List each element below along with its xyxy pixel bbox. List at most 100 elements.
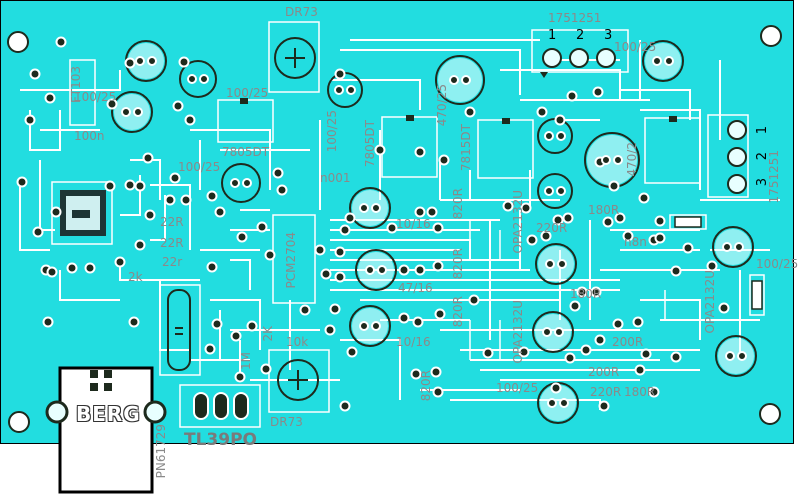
res-label-i: 200R — [588, 365, 620, 379]
terminal-right-pin3: 3 — [755, 178, 770, 187]
solder-pad — [29, 68, 41, 80]
capacitor-pad — [544, 186, 554, 196]
cap-label-d: 100/25 — [325, 110, 339, 153]
capacitor-pad — [365, 265, 375, 275]
solder-pad — [128, 316, 140, 328]
solder-pad — [206, 261, 218, 273]
solder-pad — [590, 286, 602, 298]
res-label-s: n8n — [624, 235, 647, 249]
regulator-tabs — [240, 98, 677, 124]
solder-pad — [339, 400, 351, 412]
solder-pad — [520, 202, 532, 214]
res-label-m: 2K — [261, 326, 275, 342]
solder-pad — [104, 180, 116, 192]
res-label-c: 820R — [451, 296, 465, 328]
solder-pad — [124, 57, 136, 69]
solder-pad — [482, 347, 494, 359]
ic-opa-label-a: OPA2132U — [511, 190, 525, 254]
capacitor-pad — [544, 131, 554, 141]
solder-pad — [134, 180, 146, 192]
capacitor-pad — [601, 155, 611, 165]
solder-pad — [114, 256, 126, 268]
res-label-g: 180R — [570, 287, 602, 301]
capacitor-pad — [613, 155, 623, 165]
cap-label-a: 100/25 — [74, 90, 117, 104]
resistors — [674, 216, 763, 310]
capacitor-pad — [545, 259, 555, 269]
solder-pad — [169, 172, 181, 184]
capacitor-pad — [334, 85, 344, 95]
solder-pad — [554, 114, 566, 126]
solder-pad — [638, 192, 650, 204]
berg-logo-sub: ELECTRONICS — [82, 424, 128, 430]
solder-pad — [654, 232, 666, 244]
capacitor-pad — [725, 351, 735, 361]
solder-pad — [164, 194, 176, 206]
solder-pad — [124, 179, 136, 191]
capacitor-pad — [542, 327, 552, 337]
solder-pad — [566, 90, 578, 102]
cap-label-k: 47/16 — [398, 281, 433, 295]
res-label-b: 820R — [451, 248, 465, 280]
solder-pad — [339, 224, 351, 236]
solder-pad — [276, 184, 288, 196]
solder-pad — [272, 167, 284, 179]
solder-pad — [46, 266, 58, 278]
solder-pad — [386, 222, 398, 234]
capacitor-pad — [147, 56, 157, 66]
solder-pad — [432, 386, 444, 398]
solder-pad — [640, 348, 652, 360]
res-label-a: 820R — [451, 188, 465, 220]
capacitor-pad — [557, 259, 567, 269]
solder-pad — [346, 346, 358, 358]
solder-pad — [334, 68, 346, 80]
pads — [16, 36, 747, 412]
capacitor-pad — [734, 242, 744, 252]
capacitor-pad — [230, 178, 240, 188]
capacitor-pad — [556, 186, 566, 196]
terminal-right-pin1: 1 — [755, 126, 770, 135]
capacitor-pad — [359, 203, 369, 213]
capacitor-pad — [371, 321, 381, 331]
solder-pad — [32, 226, 44, 238]
solder-pad — [84, 262, 96, 274]
solder-pad — [412, 316, 424, 328]
solder-pad — [55, 36, 67, 48]
solder-pad — [426, 206, 438, 218]
ic-ft103-label: FT103 — [69, 66, 83, 103]
ic-opa-label-b: OPA2132U — [511, 300, 525, 364]
solder-pad — [230, 330, 242, 342]
solder-pad — [398, 264, 410, 276]
solder-pad — [374, 144, 386, 156]
reg-label-2: 7805DT — [363, 120, 377, 168]
res-label-r: 22r — [162, 255, 183, 269]
solder-pad — [550, 382, 562, 394]
solder-pad — [526, 234, 538, 246]
cap-label-n: n001 — [320, 171, 351, 185]
terminal-top-pin1: 1 — [548, 28, 557, 43]
solder-pad — [184, 114, 196, 126]
solder-pad — [430, 366, 442, 378]
usb-controller-chip — [60, 190, 106, 236]
solder-pad — [206, 190, 218, 202]
res-label-f: 180R — [588, 203, 620, 217]
crystal — [167, 289, 191, 371]
solder-pad — [314, 244, 326, 256]
solder-pad — [564, 352, 576, 364]
cap-label-e: 100/25 — [614, 40, 657, 54]
terminal-right-pin2: 2 — [755, 152, 770, 161]
solder-pad — [66, 262, 78, 274]
cap-label-i: 470/2 — [625, 142, 639, 177]
cap-label-m: 100n — [74, 129, 105, 143]
solder-pad — [256, 221, 268, 233]
solder-pad — [602, 216, 614, 228]
solder-pad — [468, 294, 480, 306]
capacitor-pad — [664, 56, 674, 66]
solder-pad — [16, 176, 28, 188]
solder-pad — [414, 146, 426, 158]
res-label-h: 200R — [612, 335, 644, 349]
solder-pad — [24, 114, 36, 126]
solder-pad — [42, 316, 54, 328]
solder-pad — [106, 98, 118, 110]
solder-pad — [569, 300, 581, 312]
